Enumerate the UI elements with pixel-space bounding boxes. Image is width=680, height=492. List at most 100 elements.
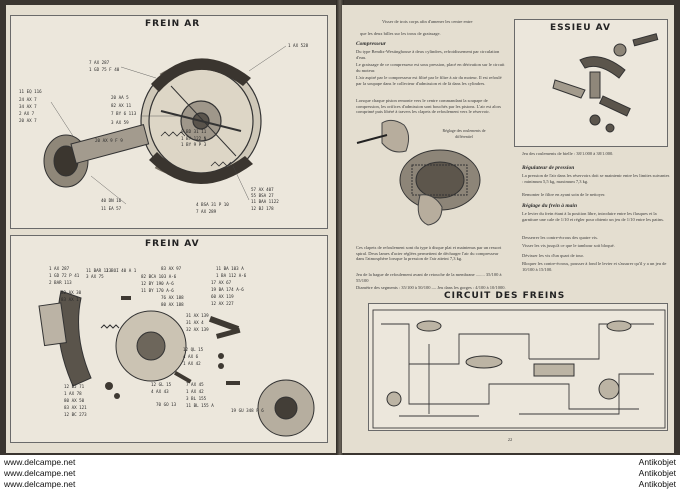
left-page: FREIN AR (6, 5, 338, 453)
regulateur-text-2: Remonter le filtre en ayant soin de le n… (522, 192, 606, 197)
frein-main-text-5: Bloquer les contre-écrous, pousser à fon… (522, 261, 667, 272)
part-label: 12 BJ 178 (251, 206, 274, 211)
page-gutter (336, 0, 344, 455)
part-label: 80 AX 50 (64, 398, 85, 403)
part-label: 8 BD 31 11 (181, 129, 207, 134)
frein-av-title: FREIN AV (145, 239, 200, 249)
part-label: 11 BY 170 A-6 (141, 288, 174, 293)
frein-ar-panel: FREIN AR (10, 15, 328, 229)
part-label: 1 GD 75 F 40 (89, 67, 120, 72)
part-label: 80 AX 188 (161, 302, 184, 307)
part-label: 12 QL 15 (183, 347, 204, 352)
part-label: 11 EQ 116 (19, 89, 42, 94)
part-label: 82 BCA 103 A-6 (141, 274, 177, 279)
part-label: 11 BL 155 A (186, 403, 214, 408)
watermark-left-line-1: www.delcampe.net (4, 457, 76, 467)
circuit-lines (372, 309, 666, 429)
essieu-panel: ESSIEU AV 11 AB 151 AB 118 AB 71 AB 29 A… (514, 19, 668, 147)
part-label: 1 AX 42 (186, 389, 204, 394)
part-label: 19 GU 348 P 6 (231, 408, 264, 413)
part-label: 12 BJ 71 (64, 384, 85, 389)
part-label: 3 AX 59 (111, 120, 129, 125)
essieu-diagram: 11 AB 151 AB 118 AB 71 AB 29 AB 511 CG 4… (552, 33, 659, 133)
part-label: 70 GO 13 (156, 402, 177, 407)
circuit-components (386, 320, 632, 407)
part-label: 20 AA 5 (111, 95, 129, 100)
part-label: 24 AX 7 (19, 97, 37, 102)
part-label: 4 AX 43 (151, 389, 169, 394)
compresseur-para-2: Le graissage de ce compresseur est sous … (356, 62, 505, 73)
frein-main-text-1: Le levier du frein étant à la position l… (522, 211, 664, 222)
part-label: 32 AX 139 (186, 327, 209, 332)
part-label: 31 AX 4 (186, 320, 204, 325)
part-label: 1 BY 122 N (181, 136, 207, 141)
part-label: 12 GL 15 (151, 382, 172, 387)
regulateur-heading: Régulateur de pression (522, 165, 575, 171)
part-label: 3 AX 75 (86, 274, 104, 279)
frein-main-heading: Réglage du frein à main (522, 203, 578, 209)
part-label: 11 EA 57 (101, 206, 122, 211)
compresseur-para-1: Du type Bendix-Westinghouse à deux cylin… (356, 49, 500, 60)
part-label: 40 DN 16 (101, 198, 122, 203)
watermark-right: Antikobjet Antikobjet Antikobjet (639, 457, 676, 490)
part-label: 57 AX 407 (251, 187, 274, 192)
springs (160, 131, 232, 167)
essieu-caption: Jeu des roulements de bielle : 38/1.000 … (522, 151, 614, 156)
intro-line-1: Visser de trois corps afin d'amener les … (382, 19, 473, 24)
frein-main-text-3: Visser les vis jusqu'à ce que le tambour… (522, 243, 615, 248)
part-label: 2 BAR 113 (49, 280, 72, 285)
part-label: 7 BY 6 113 (111, 111, 137, 116)
frein-av-panel: FREIN AV (10, 235, 328, 443)
part-label: 1 AX 78 (64, 391, 82, 396)
small-parts (100, 296, 241, 399)
part-label: 1 BA 112 A-6 (216, 273, 247, 278)
part-label: 7 AX 45 (186, 382, 204, 387)
watermark-left: www.delcampe.net www.delcampe.net www.de… (4, 457, 75, 490)
part-label: 60 AX 119 (211, 294, 234, 299)
part-label: 1 GD 72 P 41 (49, 273, 80, 278)
part-label: 1 AX 528 (288, 43, 309, 48)
backing-plate (115, 310, 187, 382)
part-label: 1 BY 9 P 3 (181, 142, 207, 147)
part-label: 11 BA 103 A (216, 266, 244, 271)
part-label: 83 AX 97 (161, 266, 182, 271)
part-label: 17 AX 67 (211, 280, 232, 285)
part-label: 82 AX 30 (61, 290, 82, 295)
part-label: 12 BC 273 (64, 412, 87, 417)
magazine-spread: FREIN AR (0, 0, 680, 455)
part-label: 11 BAR 113 (86, 268, 112, 273)
valve-para-3: Diamètre des segments : 35/100 à 50/100 … (356, 285, 506, 290)
part-label: 2 AX 7 (19, 111, 35, 116)
part-label: 11 BAA 1122 (251, 199, 279, 204)
watermark-right-line-1: Antikobjet (638, 457, 676, 467)
part-label: 3 BL 155 (186, 396, 207, 401)
part-label: 2 BOI 40 A 1 (106, 268, 137, 273)
part-label: 76 AX 188 (161, 295, 184, 300)
part-label: 20 AX 9 F 9 (95, 138, 123, 143)
differential-caption: Réglage des roulements de différentiel (442, 128, 486, 139)
essieu-title: ESSIEU AV (550, 23, 611, 33)
front-brake-shoe (38, 290, 92, 387)
watermark-left-line-3: www.delcampe.net (4, 479, 76, 489)
differential-gear (399, 149, 481, 211)
intro-line-2: que les deux billes sur les trous de gra… (360, 31, 441, 36)
part-label: 34 AX 7 (19, 104, 37, 109)
part-label: 83 AX 1 (61, 297, 79, 302)
frein-main-text-4: Dévisser les vis d'un quart de tour. (522, 253, 584, 258)
compresseur-para-3: L'air aspiré par le compresseur est filt… (356, 75, 502, 86)
frein-ar-title: FREIN AR (145, 19, 201, 29)
differential-figure (356, 119, 481, 226)
circuit-diagram (372, 309, 666, 429)
part-label: 82 AX 11 (111, 103, 132, 108)
circuit-panel (368, 303, 668, 431)
brake-shoes (149, 58, 253, 185)
leader-lines (50, 45, 287, 205)
axle-tube (43, 123, 150, 188)
frein-main-text-2: Desserrer les contre-écrous des quatre v… (522, 235, 598, 240)
regulateur-text-1: La pression de l'air dans les réservoirs… (522, 173, 670, 184)
part-label: 12 AX 227 (211, 301, 234, 306)
part-label: 4 AX 6 (183, 354, 199, 359)
